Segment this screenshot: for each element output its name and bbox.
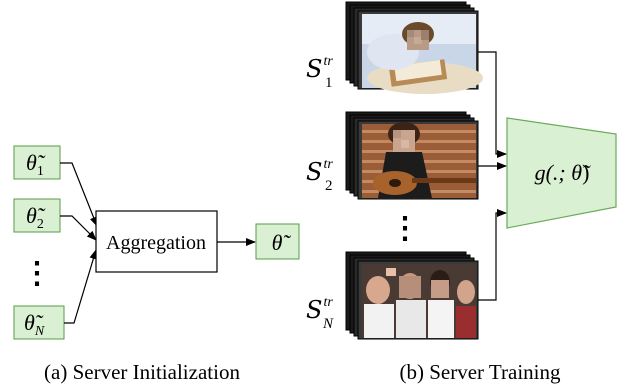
arrow-theta-n-to-aggregation <box>64 249 98 324</box>
aggregation-box: Aggregation <box>95 210 218 273</box>
girl-playing-guitar-image <box>362 122 476 198</box>
dataset-1-subscript: 1 <box>325 75 333 91</box>
dataset-1-image-stack <box>345 1 483 94</box>
dataset-n-superscript: tr <box>323 295 333 310</box>
theta-1-subscript: 1 <box>37 164 44 179</box>
caption-b: (b) Server Training <box>400 360 561 384</box>
dataset-1-superscript: tr <box>323 54 333 69</box>
dataset-2-symbol: S <box>306 158 322 186</box>
dataset-2-subscript: 2 <box>325 178 333 194</box>
model-label: g(.; θ̃) <box>535 160 591 185</box>
boy-reading-book-image <box>362 14 483 94</box>
theta-output-box: θ̃ <box>255 223 300 260</box>
arrow-theta-2-to-aggregation <box>60 215 97 241</box>
crowd-of-people-image <box>362 264 476 338</box>
datasets-ellipsis: ⋮ <box>390 212 420 245</box>
dataset-1-label: Str 1 <box>306 54 333 91</box>
theta-2-subscript: 2 <box>37 217 44 232</box>
theta-n-box: θ̃N <box>13 305 65 340</box>
dataset-2-label: Str 2 <box>306 157 333 194</box>
arrow-theta-1-to-aggregation <box>60 162 98 227</box>
model-label-suffix: ) <box>582 160 589 185</box>
dataset-n-image-stack <box>345 251 479 340</box>
theta-2-box: θ̃2 <box>13 198 61 233</box>
arrow-dataset-1-to-model <box>478 51 507 158</box>
panel-b-server-training: ⋮ Str 1 <box>306 1 617 384</box>
dataset-2-superscript: tr <box>323 157 333 172</box>
dataset-1-symbol: S <box>306 55 322 83</box>
caption-a: (a) Server Initialization <box>44 360 240 384</box>
model-g-trapezoid: g(.; θ̃) <box>506 117 617 229</box>
dataset-n-symbol: S <box>306 296 322 324</box>
dataset-2-image-stack <box>345 111 479 200</box>
theta-n-subscript: N <box>34 324 45 339</box>
aggregation-label: Aggregation <box>106 232 206 254</box>
params-ellipsis: ⋮ <box>22 257 52 290</box>
model-label-prefix: g(.; <box>535 160 572 185</box>
panel-a-server-initialization: θ̃1 θ̃2 ⋮ θ̃N Aggregation <box>13 145 300 384</box>
arrow-dataset-n-to-model <box>478 209 507 301</box>
dataset-n-subscript: N <box>322 316 334 332</box>
theta-1-box: θ̃1 <box>13 145 61 180</box>
